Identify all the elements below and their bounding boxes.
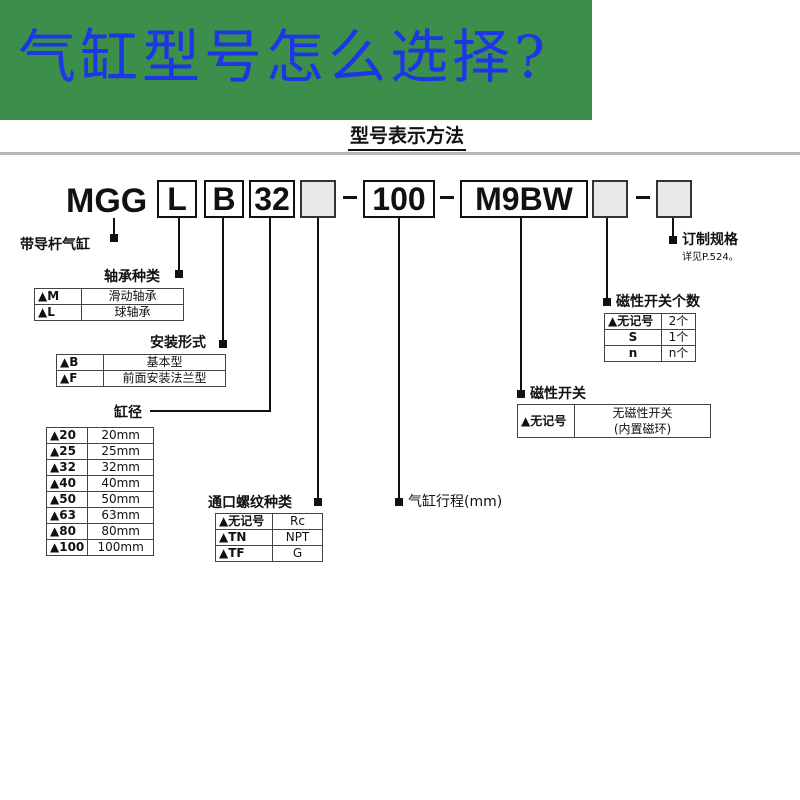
leader-dot xyxy=(175,270,183,278)
leader-line xyxy=(150,410,271,412)
leader-line xyxy=(222,218,224,344)
leader-line xyxy=(398,218,400,502)
label-custom: 订制规格 xyxy=(682,232,738,248)
leader-line xyxy=(520,218,522,394)
code-box-custom xyxy=(656,180,692,218)
leader-line xyxy=(178,218,180,274)
label-stroke: 气缸行程(mm) xyxy=(408,494,503,510)
label-switch: 磁性开关 xyxy=(530,386,586,402)
leader-line xyxy=(317,218,319,502)
leader-line xyxy=(113,218,115,238)
code-box-mount: B xyxy=(204,180,244,218)
code-box-thread xyxy=(300,180,336,218)
table-switch: ▲无记号 无磁性开关(内置磁环) xyxy=(517,404,711,438)
leader-line xyxy=(269,218,271,412)
code-dash xyxy=(636,196,650,199)
code-prefix: MGG xyxy=(66,182,148,220)
code-box-switch-count xyxy=(592,180,628,218)
banner-title: 气缸型号怎么选择? xyxy=(18,23,550,91)
label-bearing-type: 轴承种类 xyxy=(104,269,160,285)
label-port-thread: 通口螺纹种类 xyxy=(208,495,292,511)
label-bore: 缸径 xyxy=(114,405,142,421)
table-row: ▲无记号 无磁性开关(内置磁环) xyxy=(517,404,711,438)
leader-line xyxy=(672,218,674,240)
code-box-bearing: L xyxy=(157,180,197,218)
leader-dot xyxy=(669,236,677,244)
code-box-switch: M9BW xyxy=(460,180,588,218)
custom-note: 详见P.524。 xyxy=(682,252,739,263)
label-switch-count: 磁性开关个数 xyxy=(616,294,700,310)
label-series: 带导杆气缸 xyxy=(20,237,90,253)
leader-dot xyxy=(603,298,611,306)
section-title: 型号表示方法 xyxy=(348,124,467,151)
code-dash xyxy=(440,196,454,199)
leader-dot xyxy=(110,234,118,242)
code-box-stroke: 100 xyxy=(363,180,435,218)
label-mount-type: 安装形式 xyxy=(150,335,206,351)
divider-line xyxy=(0,152,800,155)
leader-dot xyxy=(219,340,227,348)
code-box-bore: 32 xyxy=(249,180,295,218)
leader-dot xyxy=(395,498,403,506)
leader-dot xyxy=(314,498,322,506)
title-banner: 气缸型号怎么选择? xyxy=(0,0,592,120)
leader-dot xyxy=(517,390,525,398)
code-dash xyxy=(343,196,357,199)
leader-line xyxy=(606,218,608,304)
